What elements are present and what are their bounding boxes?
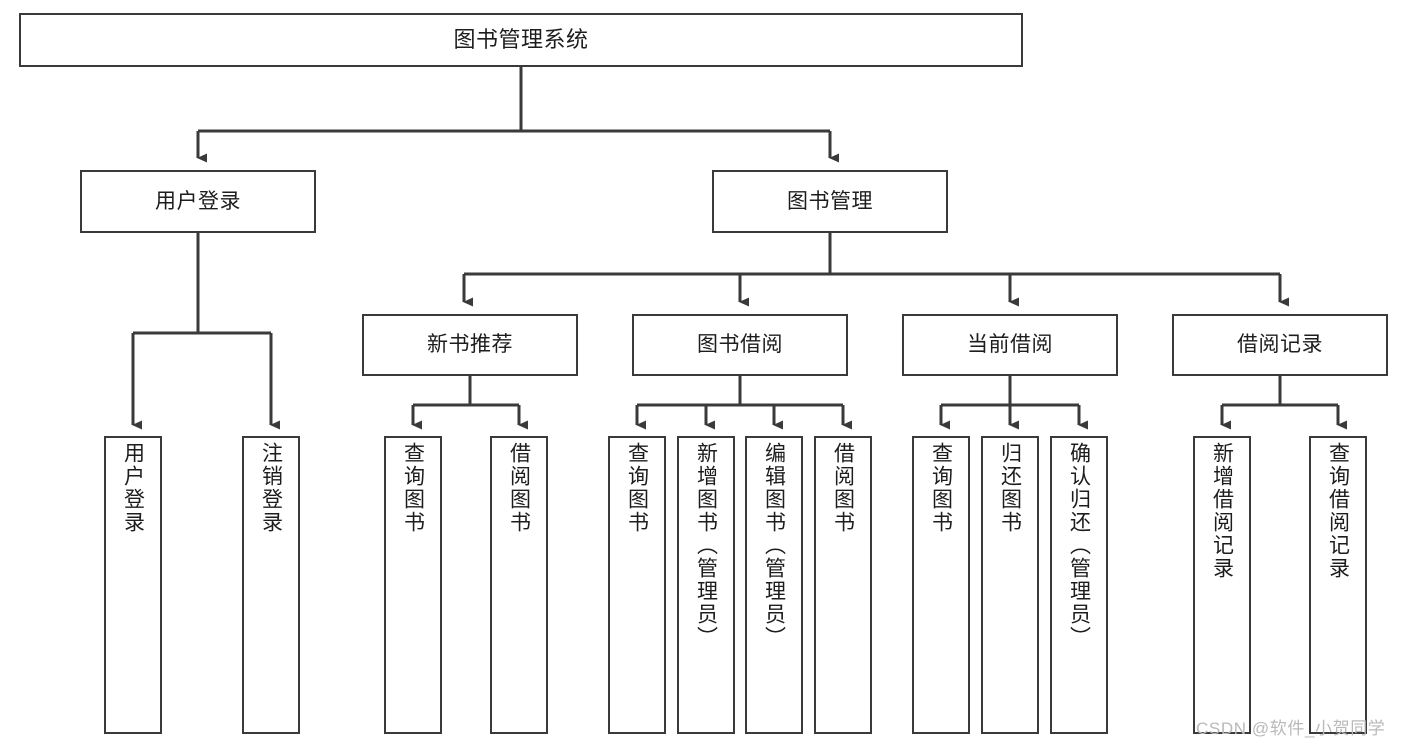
node-label: 当前借阅 xyxy=(967,333,1053,357)
node-label: 确认归还（管理员） xyxy=(1067,442,1091,649)
node-label: 新增借阅记录 xyxy=(1210,442,1234,580)
node-label: 用户登录 xyxy=(121,442,145,534)
node-leaf-borrow-book-2[interactable]: 借阅图书 xyxy=(814,436,872,734)
node-new-book-recommend[interactable]: 新书推荐 xyxy=(362,314,578,376)
node-label: 新书推荐 xyxy=(427,333,513,357)
node-label: 编辑图书（管理员） xyxy=(762,442,786,649)
node-leaf-logout-login[interactable]: 注销登录 xyxy=(242,436,300,734)
node-leaf-edit-book[interactable]: 编辑图书（管理员） xyxy=(745,436,803,734)
node-label: 新增图书（管理员） xyxy=(694,442,718,649)
node-root-system[interactable]: 图书管理系统 xyxy=(19,13,1023,67)
node-book-management[interactable]: 图书管理 xyxy=(712,170,948,233)
node-leaf-borrow-book-1[interactable]: 借阅图书 xyxy=(490,436,548,734)
node-label: 借阅图书 xyxy=(831,442,855,534)
node-label: 图书借阅 xyxy=(697,333,783,357)
node-label: 用户登录 xyxy=(155,189,241,213)
node-label: 注销登录 xyxy=(259,442,283,534)
node-label: 借阅记录 xyxy=(1237,333,1323,357)
node-leaf-query-book-3[interactable]: 查询图书 xyxy=(912,436,970,734)
node-leaf-user-login[interactable]: 用户登录 xyxy=(104,436,162,734)
node-leaf-query-book-1[interactable]: 查询图书 xyxy=(384,436,442,734)
node-leaf-return-book[interactable]: 归还图书 xyxy=(981,436,1039,734)
node-leaf-query-book-2[interactable]: 查询图书 xyxy=(608,436,666,734)
node-label: 查询图书 xyxy=(401,442,425,534)
node-label: 图书管理 xyxy=(787,189,873,213)
node-leaf-add-record[interactable]: 新增借阅记录 xyxy=(1193,436,1251,734)
watermark-text: CSDN @软件_小贺同学 xyxy=(1196,719,1386,738)
node-label: 查询图书 xyxy=(929,442,953,534)
node-user-login[interactable]: 用户登录 xyxy=(80,170,316,233)
node-book-borrow[interactable]: 图书借阅 xyxy=(632,314,848,376)
node-borrow-record[interactable]: 借阅记录 xyxy=(1172,314,1388,376)
node-label: 图书管理系统 xyxy=(453,26,589,52)
node-leaf-confirm-return[interactable]: 确认归还（管理员） xyxy=(1050,436,1108,734)
node-label: 查询图书 xyxy=(625,442,649,534)
node-label: 借阅图书 xyxy=(507,442,531,534)
node-leaf-query-record[interactable]: 查询借阅记录 xyxy=(1309,436,1367,734)
node-label: 查询借阅记录 xyxy=(1326,442,1350,580)
node-label: 归还图书 xyxy=(998,442,1022,534)
node-leaf-add-book[interactable]: 新增图书（管理员） xyxy=(677,436,735,734)
node-current-borrow[interactable]: 当前借阅 xyxy=(902,314,1118,376)
